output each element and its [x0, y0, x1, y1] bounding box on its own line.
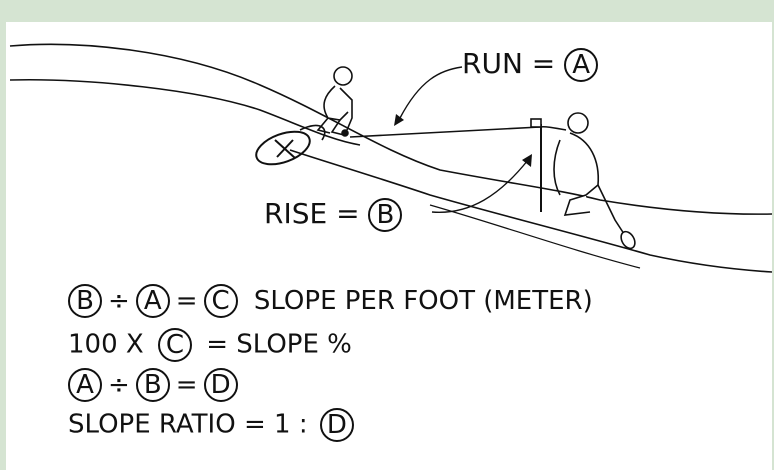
crouching-surveyor-figure [316, 66, 353, 137]
equals-operator: = [175, 285, 198, 316]
equation-slope-per-foot: B÷A=C SLOPE PER FOOT (METER) [68, 284, 593, 318]
var-c-circle: C [203, 284, 238, 318]
divide-operator: ÷ [108, 285, 130, 316]
measuring-tape-line [349, 126, 541, 138]
var-b-circle: B [68, 284, 102, 318]
kneeling-surveyor-figure [530, 112, 636, 250]
var-a-circle: A [68, 368, 102, 402]
equation-slope-percent: 100 X C = SLOPE % [68, 328, 352, 362]
slope-percent-text: = SLOPE % [206, 329, 352, 360]
var-d-circle: D [319, 408, 354, 442]
divide-operator: ÷ [108, 369, 130, 400]
hillside-lower-line [289, 149, 772, 273]
equation-ratio-d: A÷B=D [68, 368, 238, 402]
hundred-times-text: 100 X [68, 329, 144, 360]
slope-ratio-text: SLOPE RATIO = 1 : [68, 409, 308, 440]
equals-operator: = [175, 369, 198, 400]
var-d-circle: D [203, 368, 238, 402]
rise-label: RISE = B [264, 197, 403, 232]
slope-per-foot-text: SLOPE PER FOOT (METER) [253, 285, 593, 316]
hillside-base-line [429, 204, 641, 269]
rise-variable-circle: B [368, 198, 403, 232]
run-label-text: RUN = [462, 47, 556, 80]
run-label: RUN = A [462, 47, 599, 82]
run-leader-arrow [399, 66, 463, 119]
equation-slope-ratio: SLOPE RATIO = 1 : D [68, 408, 354, 442]
diagram-panel: RUN = A RISE = B B÷A=C SLOPE PER FOOT (M… [6, 22, 772, 470]
rise-leader-arrow [431, 159, 529, 213]
slope-illustration [9, 43, 772, 273]
var-b-circle: B [135, 368, 170, 402]
hillside-middle-line [9, 78, 361, 146]
hillside-top-line [9, 43, 772, 215]
tape-reel-icon [255, 124, 326, 166]
var-a-circle: A [135, 284, 170, 318]
var-c-circle: C [157, 328, 192, 362]
rise-label-text: RISE = [264, 197, 360, 230]
run-variable-circle: A [564, 48, 599, 82]
